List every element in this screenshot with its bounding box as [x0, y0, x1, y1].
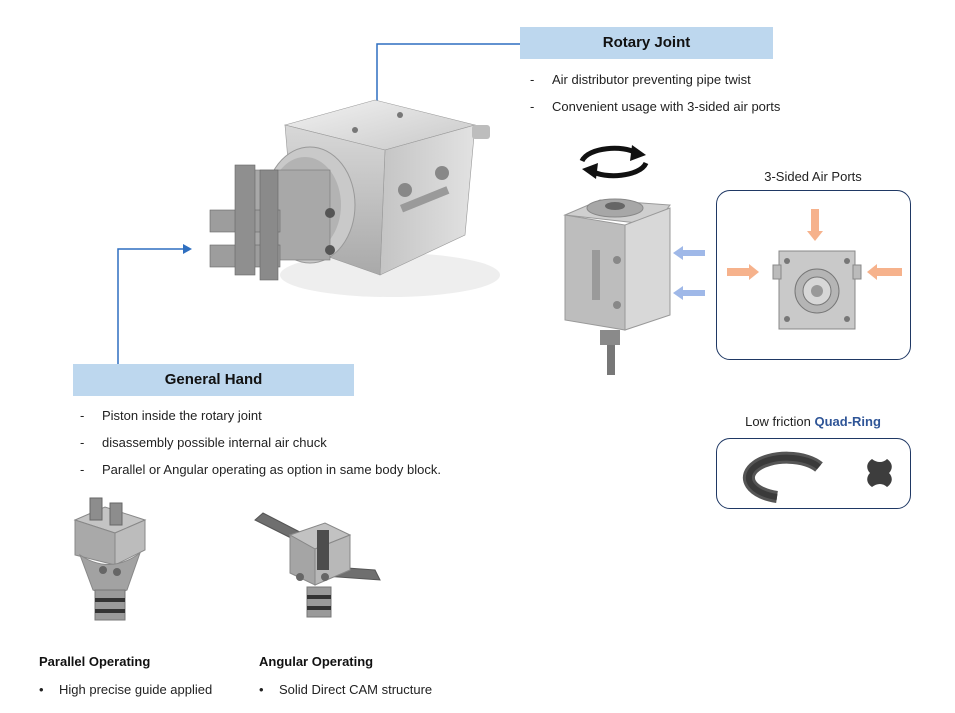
rotary-joint-unit-image — [563, 198, 705, 375]
quad-ring-highlight: Quad-Ring — [814, 414, 881, 429]
list-item: -disassembly possible internal air chuck — [80, 435, 327, 450]
parallel-operating-title: Parallel Operating — [39, 654, 151, 669]
quad-ring-diagram — [742, 451, 892, 503]
general-hand-leader-arrow — [183, 244, 192, 254]
angular-operating-title: Angular Operating — [259, 654, 374, 669]
quad-ring-section — [867, 459, 892, 487]
air-port-arrow-top — [807, 209, 823, 241]
rotary-joint-bullets: -Air distributor preventing pipe twist -… — [530, 66, 830, 120]
angular-operating-item: •Solid Direct CAM structure — [259, 682, 433, 697]
rotary-joint-leader — [376, 43, 520, 123]
air-in-arrow-upper — [673, 246, 705, 260]
angular-gripper-image — [254, 512, 381, 618]
rotary-gripper-product-image — [209, 99, 500, 297]
parallel-operating-item: •High precise guide applied — [39, 682, 213, 697]
rotary-joint-title: Rotary Joint — [520, 27, 773, 59]
general-hand-leader — [117, 248, 190, 364]
air-ports-diagram — [727, 209, 902, 330]
quad-ring-panel — [716, 438, 911, 509]
parallel-gripper-image — [73, 497, 147, 621]
list-item: -Piston inside the rotary joint — [80, 408, 262, 423]
list-item: -Parallel or Angular operating as option… — [80, 462, 441, 477]
air-ports-caption: 3-Sided Air Ports — [764, 169, 862, 184]
air-ports-panel — [716, 190, 911, 360]
list-item: -Convenient usage with 3-sided air ports — [530, 99, 781, 114]
quad-ring-caption: Low friction Quad-Ring — [745, 414, 881, 429]
rotation-arrows-icon — [579, 145, 649, 179]
general-hand-title: General Hand — [73, 364, 354, 396]
air-port-arrow-left — [727, 264, 759, 280]
general-hand-bullets: -Piston inside the rotary joint -disasse… — [80, 402, 500, 483]
air-in-arrow-lower — [673, 286, 705, 300]
list-item: -Air distributor preventing pipe twist — [530, 72, 751, 87]
air-port-arrow-right — [867, 264, 902, 280]
